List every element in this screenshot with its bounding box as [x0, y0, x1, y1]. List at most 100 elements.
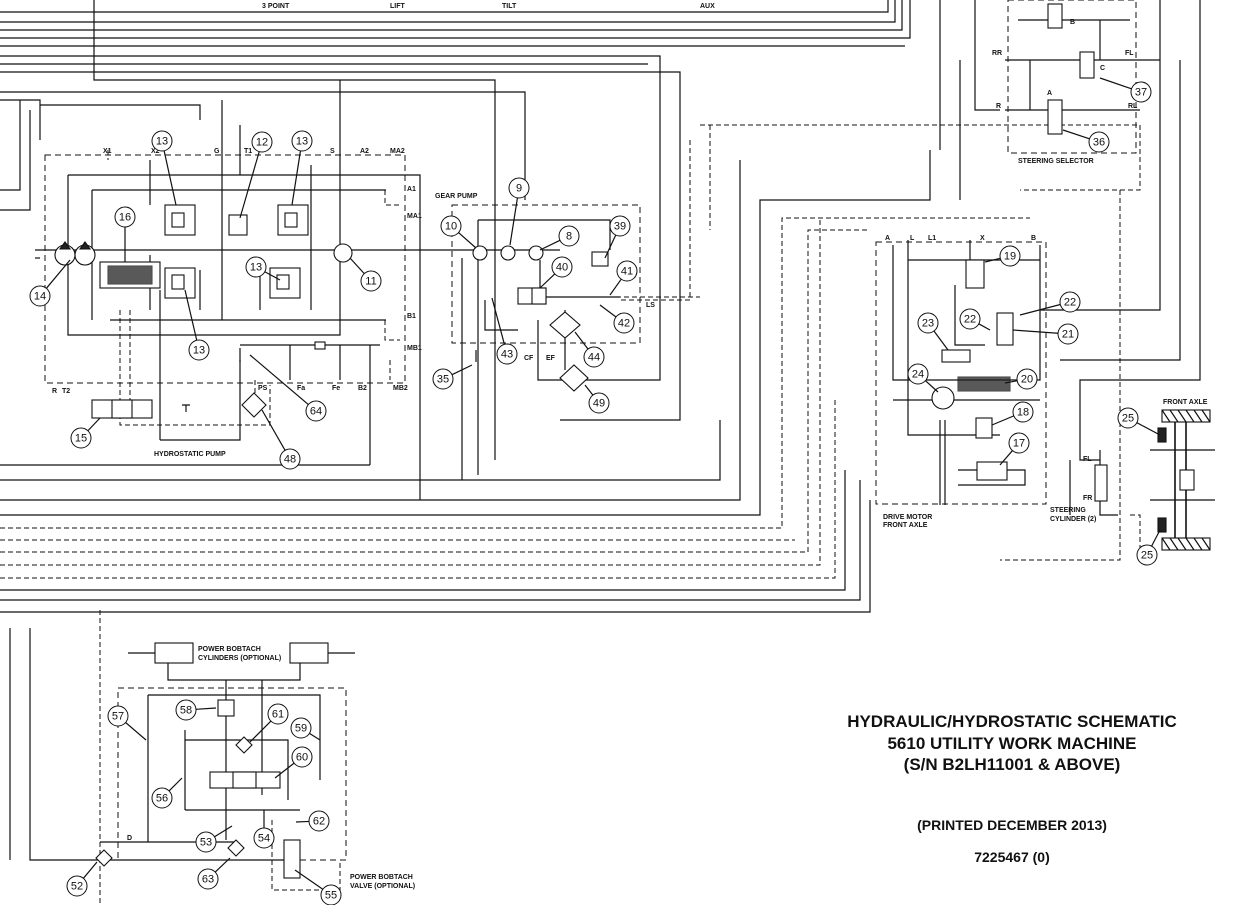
- callout-number: 23: [922, 318, 934, 330]
- port-d: D: [127, 835, 132, 842]
- callout-60: 60: [274, 746, 313, 779]
- callout-leader: [214, 825, 233, 838]
- callout-37: 37: [1099, 77, 1152, 103]
- label-tilt: TILT: [502, 3, 517, 10]
- callout-leader: [261, 409, 286, 451]
- callout-21: 21: [1012, 323, 1079, 345]
- callout-circle: [496, 343, 518, 365]
- callout-36: 36: [1062, 129, 1110, 153]
- callout-10: 10: [440, 215, 477, 249]
- gear-pump-section: [440, 204, 700, 480]
- callout-circle: [508, 177, 530, 199]
- port-x1: X1: [103, 148, 112, 155]
- callout-circle: [1057, 323, 1079, 345]
- callout-19: 19: [984, 245, 1021, 267]
- motor-port-a: A: [885, 235, 890, 242]
- callout-17: 17: [999, 432, 1030, 466]
- callout-number: 52: [71, 881, 83, 893]
- callout-circle: [959, 308, 981, 330]
- motor-port-b: B: [1031, 235, 1036, 242]
- bobtach-valve-label-1: POWER BOBTACH: [350, 874, 413, 881]
- callout-leader: [1151, 529, 1161, 547]
- callout-56: 56: [151, 777, 183, 809]
- callout-22: 22: [959, 308, 991, 331]
- callout-11: 11: [349, 257, 382, 292]
- callout-leader: [539, 273, 556, 289]
- callout-number: 25: [1141, 550, 1153, 562]
- callout-number: 11: [365, 276, 376, 288]
- callout-14: 14: [29, 259, 71, 307]
- callout-circle: [1016, 368, 1038, 390]
- port-b1: B1: [407, 313, 416, 320]
- callout-number: 48: [284, 454, 296, 466]
- callout-15: 15: [70, 417, 101, 449]
- callout-leader: [599, 304, 617, 318]
- steering-selector-boundary: [1007, 0, 1137, 154]
- callout-number: 43: [501, 349, 513, 361]
- callout-circle: [1117, 407, 1139, 429]
- callout-circle: [291, 130, 313, 152]
- callout-leader: [574, 331, 589, 350]
- valve-port-a: A: [1047, 90, 1052, 97]
- callout-leader: [125, 722, 147, 741]
- callout-13: 13: [184, 289, 210, 361]
- port-fa: Fa: [297, 385, 305, 392]
- callout-8: 8: [539, 225, 580, 251]
- callout-number: 56: [156, 793, 168, 805]
- callout-41: 41: [609, 260, 638, 296]
- callout-number: 22: [1064, 297, 1076, 309]
- gear-pump-label: GEAR PUMP: [435, 193, 478, 200]
- port-ls: LS: [646, 302, 655, 309]
- port-g: G: [214, 148, 220, 155]
- callout-number: 14: [34, 291, 46, 303]
- callout-circle: [195, 831, 217, 853]
- callout-number: 64: [310, 406, 322, 418]
- callout-circle: [1012, 401, 1034, 423]
- power-bobtach-section: POWER BOBTACH CYLINDERS (OPTIONAL) D POW…: [60, 610, 415, 905]
- callout-number: 22: [964, 314, 976, 326]
- callout-circle: [305, 400, 327, 422]
- callout-circle: [70, 427, 92, 449]
- port-rr: RR: [992, 50, 1002, 57]
- port-a2: A2: [360, 148, 369, 155]
- callout-circle: [29, 285, 51, 307]
- drive-motor-label-1: DRIVE MOTOR: [883, 514, 932, 521]
- callout-leader: [274, 762, 295, 779]
- top-circuit-labels: 3 POINT LIFT TILT AUX: [262, 3, 715, 10]
- callout-leader: [1019, 303, 1061, 316]
- callout-leader: [82, 861, 98, 879]
- callout-leader: [45, 259, 71, 289]
- callout-52: 52: [66, 861, 98, 897]
- motor-port-l1: L1: [928, 235, 936, 242]
- callout-39: 39: [604, 215, 631, 259]
- callout-leader: [584, 384, 594, 396]
- callout-number: 13: [193, 345, 205, 357]
- callout-leader: [1062, 129, 1090, 140]
- title-line-3: (S/N B2LH11001 & ABOVE): [904, 755, 1121, 774]
- drive-motor-boundary: [875, 241, 1047, 505]
- callout-number: 36: [1093, 137, 1105, 149]
- port-cf: CF: [524, 355, 534, 362]
- callout-12: 12: [239, 131, 273, 219]
- callout-circle: [1059, 291, 1081, 313]
- title-line-2: 5610 UTILITY WORK MACHINE: [887, 734, 1136, 753]
- callout-circle: [267, 703, 289, 725]
- hydrostatic-pump-section: [35, 80, 440, 500]
- port-r-right: R: [996, 103, 1001, 110]
- callout-circle: [558, 225, 580, 247]
- callout-leader: [264, 271, 281, 281]
- callout-number: 19: [1004, 251, 1016, 263]
- motor-port-l: L: [910, 235, 915, 242]
- callout-circle: [253, 827, 275, 849]
- steering-selector-label: STEERING SELECTOR: [1018, 158, 1094, 165]
- port-ma1: MA1: [407, 213, 422, 220]
- valve-port-c: C: [1100, 65, 1105, 72]
- callout-64: 64: [249, 354, 327, 422]
- printed-date: (PRINTED DECEMBER 2013): [917, 817, 1107, 833]
- callout-circle: [290, 717, 312, 739]
- callout-number: 57: [112, 711, 124, 723]
- callout-number: 12: [256, 137, 268, 149]
- callout-circle: [432, 368, 454, 390]
- callout-number: 37: [1135, 87, 1147, 99]
